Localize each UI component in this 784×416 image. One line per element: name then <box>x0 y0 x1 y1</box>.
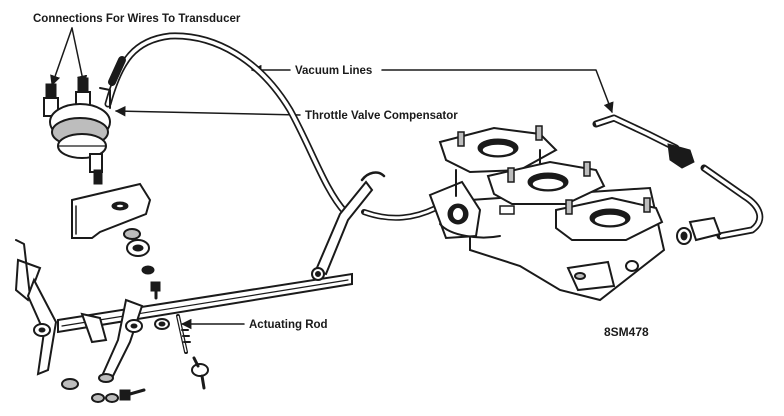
vacuum-line-left <box>104 32 439 221</box>
label-compensator: Throttle Valve Compensator <box>305 110 458 122</box>
intake-manifold <box>428 125 666 302</box>
throttle-valve-compensator <box>43 77 111 185</box>
throttle-shaft <box>14 171 386 390</box>
bracket-fasteners <box>123 228 161 300</box>
mounting-bracket <box>71 182 152 239</box>
vacuum-line-right <box>592 114 764 245</box>
label-connections: Connections For Wires To Transducer <box>33 13 241 25</box>
label-actuating-rod: Actuating Rod <box>249 319 328 331</box>
hardware-bottom <box>91 388 146 403</box>
figure-id: 8SM478 <box>604 325 649 339</box>
label-vacuum-lines: Vacuum Lines <box>295 65 372 77</box>
actuating-rod <box>176 314 209 390</box>
leader-lines <box>50 27 614 330</box>
